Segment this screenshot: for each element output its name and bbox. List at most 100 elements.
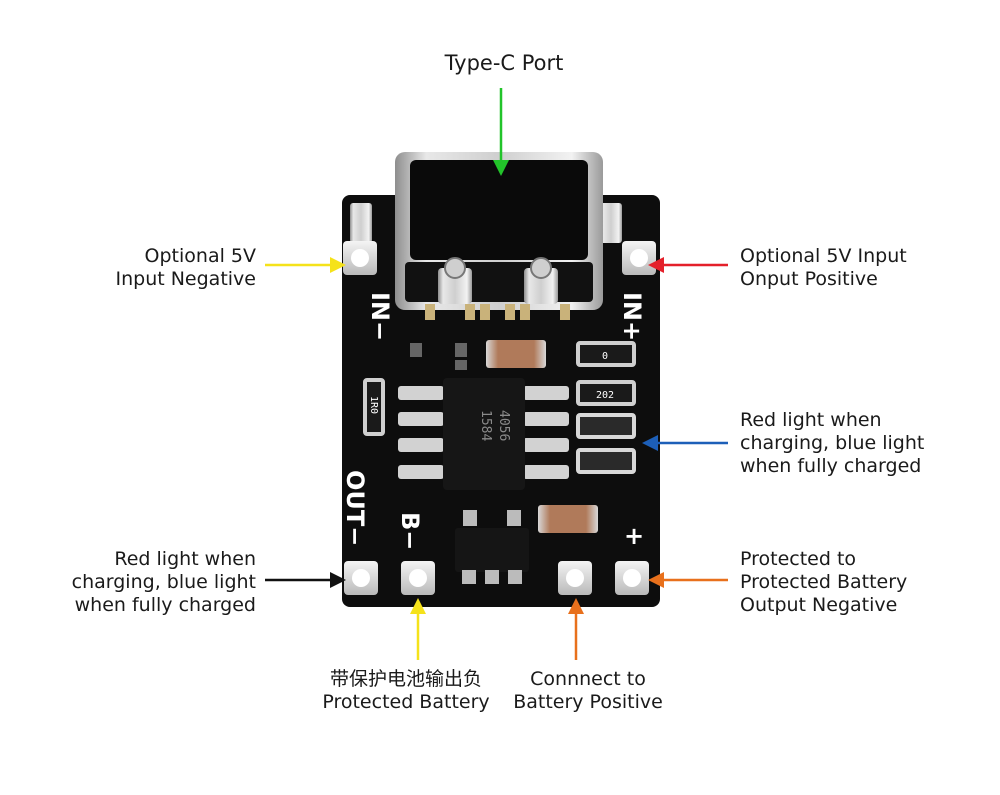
pad-hole: [623, 569, 641, 587]
arrow-icon: [265, 572, 346, 588]
ic-marking-1: 4056: [496, 410, 511, 441]
silk-out-neg: OUT−: [341, 470, 369, 546]
mosfet-leg: [462, 570, 476, 584]
label-line: Connnect to: [530, 668, 646, 690]
smd-pad: [455, 360, 467, 370]
port-foot-right: [524, 268, 558, 304]
resistor: [576, 341, 636, 367]
ic-pin: [523, 465, 569, 479]
arrow-icon: [493, 88, 509, 176]
silk-b-neg: B−: [396, 512, 424, 550]
arrow-icon: [642, 435, 728, 451]
resistor-vertical: [363, 378, 385, 436]
arrow-head-orange-bottom: [568, 598, 584, 614]
arrow-icon: [568, 598, 584, 660]
capacitor: [538, 505, 598, 533]
resistor-mark: 1R0: [368, 396, 379, 414]
ic-marking-2: 1584: [478, 410, 493, 441]
label-battery-negative: 带保护电池输出负 Protected Battery: [306, 668, 506, 714]
output-pads: [344, 561, 649, 595]
arrow-head-black: [330, 572, 346, 588]
ic-pin: [398, 412, 444, 426]
mosfet-tab: [463, 510, 477, 526]
port-rivet-right: [530, 257, 552, 279]
label-line: 带保护电池输出负: [329, 668, 482, 690]
pad-hole: [409, 569, 427, 587]
resistor: [576, 380, 636, 406]
ic-pin: [523, 438, 569, 452]
label-output-left: Red light when charging, blue light when…: [40, 548, 256, 617]
port-pin: [560, 304, 570, 320]
arrow-icon: [648, 572, 728, 588]
port-lip: [405, 262, 593, 302]
port-pin: [520, 304, 530, 320]
label-input-positive: Optional 5V Input Onput Positive: [740, 245, 907, 291]
ic-pins-right: [523, 386, 569, 479]
arrow-icon: [648, 257, 728, 273]
label-output-right: Protected to Protected Battery Output Ne…: [740, 548, 907, 617]
label-line: charging, blue light: [740, 432, 925, 454]
pad-hole: [352, 569, 370, 587]
label-line: Output Negative: [740, 594, 898, 616]
charger-ic: 4056 1584: [398, 378, 569, 490]
port-pin: [425, 304, 435, 320]
ic-pin: [398, 438, 444, 452]
port-foot-left: [438, 268, 472, 304]
port-pin: [480, 304, 490, 320]
label-line: Protected to: [740, 548, 857, 570]
arrow-head-green: [493, 160, 509, 176]
pad-hole: [566, 569, 584, 587]
arrow-head-blue: [642, 435, 658, 451]
mosfet-leg: [485, 570, 499, 584]
label-line: Battery Positive: [513, 691, 663, 713]
silk-in-neg: IN−: [366, 292, 394, 341]
resistor-mark: 0: [602, 351, 608, 362]
ic-pin: [398, 465, 444, 479]
port-pin: [465, 304, 475, 320]
label-battery-positive: Connnect to Battery Positive: [488, 668, 688, 714]
port-pin: [505, 304, 515, 320]
label-line: when fully charged: [740, 455, 922, 477]
ic-pins-left: [398, 386, 444, 479]
mosfet-tab: [507, 510, 521, 526]
ic-body: [443, 378, 525, 490]
mosfet-body: [455, 528, 529, 572]
resistor-mark: 202: [596, 390, 614, 401]
mosfet-leg: [508, 570, 522, 584]
smd-pad: [455, 343, 467, 357]
arrow-head-red: [648, 257, 664, 273]
ic-pin: [398, 386, 444, 400]
label-line: Input Negative: [115, 268, 256, 290]
arrow-icon: [410, 598, 426, 660]
led-blue: [576, 448, 636, 474]
silk-plus: +: [624, 522, 644, 550]
pad-hole: [630, 249, 648, 267]
label-line: when fully charged: [74, 594, 256, 616]
ic-pin: [523, 386, 569, 400]
arrow-head-yellow: [330, 257, 346, 273]
port-pins: [425, 304, 570, 320]
label-line: Protected Battery: [740, 571, 908, 593]
callout-arrows: [265, 88, 728, 660]
label-line: Protected Battery: [322, 691, 490, 713]
label-input-negative: Optional 5V Input Negative: [60, 245, 256, 291]
label-line: Red light when: [740, 409, 882, 431]
label-line: charging, blue light: [71, 571, 256, 593]
label-line: Onput Positive: [740, 268, 878, 290]
label-line: Optional 5V Input: [740, 245, 907, 267]
led-red: [576, 413, 636, 439]
arrow-icon: [265, 257, 346, 273]
input-pads: [343, 241, 656, 275]
protection-mosfet: [455, 510, 529, 584]
port-tab-right: [600, 203, 622, 243]
port-tab-left: [350, 203, 372, 243]
arrow-head-yellow-bottom: [410, 598, 426, 614]
ic-pin: [523, 412, 569, 426]
smd-pad: [410, 343, 422, 357]
silk-in-pos: IN+: [618, 292, 646, 341]
smd-components: 0 202 1R0: [363, 340, 636, 533]
arrow-head-orange-right: [648, 572, 664, 588]
label-type-c-port: Type-C Port: [404, 52, 604, 75]
usb-c-port-icon: [350, 152, 622, 320]
